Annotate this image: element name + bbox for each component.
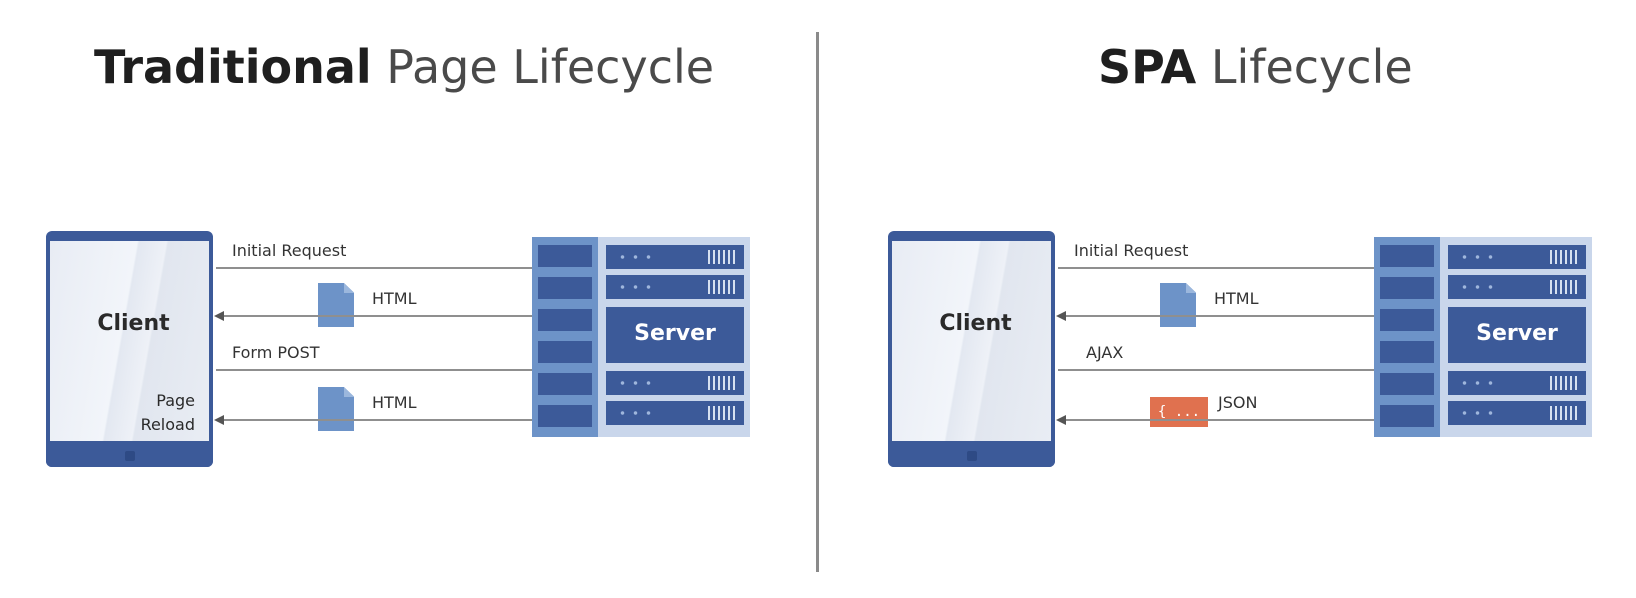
arrow-initial-request	[1058, 263, 1416, 273]
traditional-title-bold: Traditional	[94, 40, 372, 94]
document-icon	[1160, 283, 1196, 327]
arrow-html-response-2	[214, 415, 572, 425]
arrow-html-response	[1056, 311, 1414, 321]
document-icon	[318, 283, 354, 327]
server-unit	[1448, 275, 1586, 299]
server-unit	[606, 371, 744, 395]
arrow-label-form-post: Form POST	[232, 343, 320, 362]
traditional-title-light: Page Lifecycle	[386, 40, 715, 94]
server-unit	[606, 245, 744, 269]
server-unit	[606, 401, 744, 425]
server-label: Server	[1476, 321, 1558, 346]
client-screen: Client	[892, 241, 1051, 441]
arrow-json-response	[1056, 415, 1414, 425]
traditional-title: Traditional Page Lifecycle	[94, 40, 714, 94]
rack-slot	[1380, 405, 1434, 427]
client-screen: Client Page Reload	[50, 241, 209, 441]
arrow-label-html-1: HTML	[372, 289, 417, 308]
client-label: Client	[939, 311, 1012, 336]
client-bottom-bar	[46, 445, 213, 467]
page-reload-line1: Page	[156, 391, 195, 410]
arrow-label-json: JSON	[1218, 393, 1258, 412]
client-bottom-bar	[888, 445, 1055, 467]
rack-slot	[1380, 245, 1434, 267]
rack-slot	[1380, 309, 1434, 331]
rack-slot	[538, 341, 592, 363]
arrow-form-post	[216, 365, 574, 375]
client-tablet-icon: Client	[888, 231, 1055, 467]
server-icon: Server	[532, 237, 750, 437]
client-label: Client	[97, 311, 170, 336]
arrow-label-html-2: HTML	[372, 393, 417, 412]
arrow-initial-request	[216, 263, 574, 273]
client-tablet-icon: Client Page Reload	[46, 231, 213, 467]
arrow-html-response-1	[214, 311, 572, 321]
rack-slot	[1380, 341, 1434, 363]
server-rack	[1374, 237, 1440, 437]
spa-diagram: Client Initial Request HTML AJAX { ... }…	[888, 225, 1608, 475]
spa-title: SPA Lifecycle	[1098, 40, 1413, 94]
home-button-icon	[125, 451, 135, 461]
page-reload-label: Page Reload	[141, 389, 195, 437]
rack-slot	[1380, 373, 1434, 395]
arrow-label-ajax: AJAX	[1086, 343, 1124, 362]
arrow-ajax	[1058, 365, 1416, 375]
traditional-diagram: Client Page Reload Initial Request HTML …	[46, 225, 766, 475]
arrow-label-html: HTML	[1214, 289, 1259, 308]
server-main-panel: Server	[606, 307, 744, 363]
server-icon: Server	[1374, 237, 1592, 437]
home-button-icon	[967, 451, 977, 461]
rack-slot	[538, 277, 592, 299]
spa-title-light: Lifecycle	[1210, 40, 1413, 94]
server-label: Server	[634, 321, 716, 346]
rack-slot	[538, 405, 592, 427]
server-main-panel: Server	[1448, 307, 1586, 363]
document-icon	[318, 387, 354, 431]
rack-slot	[538, 309, 592, 331]
server-unit	[1448, 371, 1586, 395]
rack-slot	[538, 245, 592, 267]
server-rack	[532, 237, 598, 437]
arrow-label-initial-request: Initial Request	[1074, 241, 1189, 260]
server-unit	[1448, 401, 1586, 425]
page-reload-line2: Reload	[140, 415, 195, 434]
arrow-label-initial-request: Initial Request	[232, 241, 347, 260]
spa-title-bold: SPA	[1098, 40, 1197, 94]
server-unit	[606, 275, 744, 299]
rack-slot	[538, 373, 592, 395]
center-divider	[816, 32, 819, 572]
rack-slot	[1380, 277, 1434, 299]
server-unit	[1448, 245, 1586, 269]
json-icon: { ... }	[1150, 397, 1208, 450]
